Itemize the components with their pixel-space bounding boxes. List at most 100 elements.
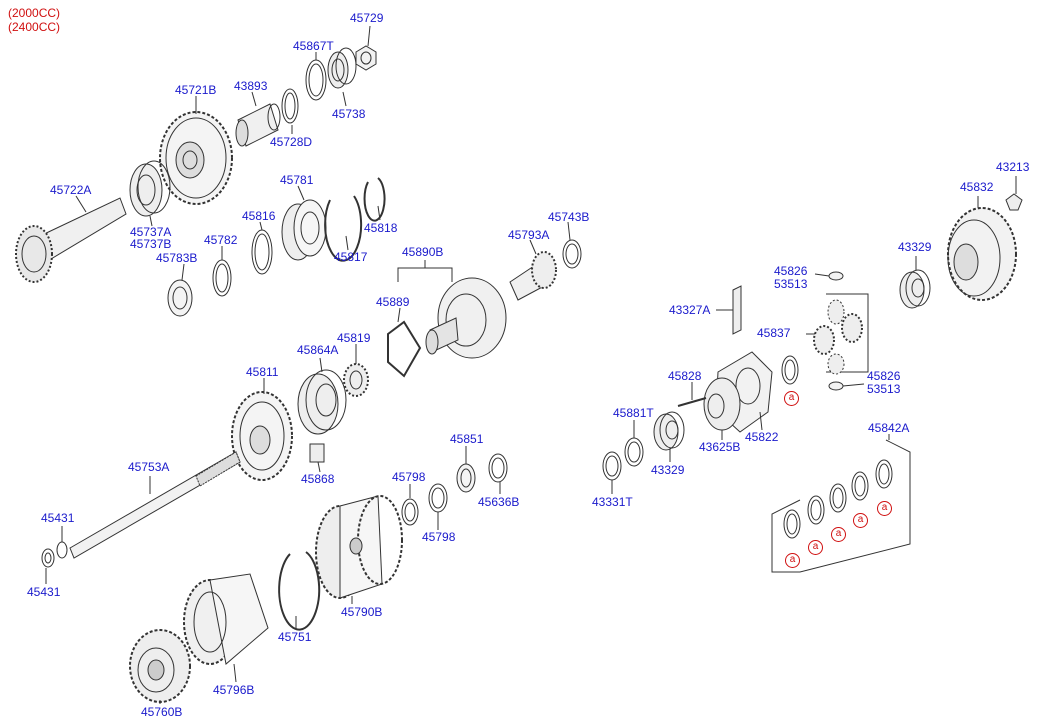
gear-45721B <box>159 96 233 205</box>
washer-45826-bottom <box>828 381 865 391</box>
bearing-45737 <box>129 160 171 227</box>
ring-45636B <box>488 453 508 494</box>
nut-45729 <box>355 25 377 71</box>
label-43329-top: 43329 <box>898 240 932 254</box>
shim-set-box-45842A <box>771 434 911 573</box>
ring-45743B <box>562 221 582 269</box>
reference-marker-a: a <box>808 540 823 555</box>
drum-45790B <box>315 495 403 604</box>
label-45826-top: 45826 <box>774 264 808 278</box>
clutch-45796B <box>183 573 269 683</box>
label-53513-bottom: 53513 <box>867 382 901 396</box>
label-43327A: 43327A <box>669 303 711 317</box>
label-45832: 45832 <box>960 180 994 194</box>
ring-45798-b <box>428 483 448 530</box>
label-45796B: 45796B <box>213 683 255 697</box>
side-gears-45837 <box>813 299 863 375</box>
label-45819: 45819 <box>337 331 371 345</box>
reference-marker-a: a <box>853 513 868 528</box>
label-45826-bottom: 45826 <box>867 369 901 383</box>
label-43625B: 43625B <box>699 440 741 454</box>
gear-45811 <box>231 378 293 481</box>
ring-45798-a <box>401 484 419 526</box>
label-45728D: 45728D <box>270 135 313 149</box>
ring-43331T <box>602 451 622 494</box>
label-53513-top: 53513 <box>774 277 808 291</box>
label-45864A: 45864A <box>297 343 339 357</box>
label-45431-top: 45431 <box>41 511 75 525</box>
washer-45826-top <box>814 271 844 281</box>
bearing-43329-top <box>899 256 931 309</box>
ring-45728D <box>281 88 299 134</box>
label-45798-bottom: 45798 <box>422 530 456 544</box>
sleeve-43893 <box>235 91 281 147</box>
label-45729: 45729 <box>350 11 384 25</box>
label-45738: 45738 <box>332 107 366 121</box>
label-43213: 43213 <box>996 160 1030 174</box>
ring-gear-45832 <box>947 196 1017 301</box>
variant-2000cc: (2000CC) <box>8 6 61 20</box>
shaft-45722A <box>15 195 127 283</box>
pin-45828 <box>677 382 707 407</box>
label-45737A: 45737A <box>130 225 172 239</box>
label-45867T: 45867T <box>293 39 334 53</box>
label-45751: 45751 <box>278 630 312 644</box>
bracket-45890B <box>397 260 453 282</box>
bearing-43329-bottom <box>653 411 685 462</box>
bolt-45868 <box>309 443 325 473</box>
label-43329-bottom: 43329 <box>651 463 685 477</box>
gasket-45889 <box>387 307 422 378</box>
label-45842A: 45842A <box>868 421 910 435</box>
snap-ring-45817 <box>324 195 363 262</box>
reference-marker-a: a <box>785 553 800 568</box>
washer-45783B <box>167 263 193 317</box>
label-43893: 43893 <box>234 79 268 93</box>
label-45890B: 45890B <box>402 245 444 259</box>
gear-45793A <box>509 239 557 301</box>
washer-45431-b <box>41 548 55 584</box>
label-45753A: 45753A <box>128 460 170 474</box>
label-45818: 45818 <box>364 221 398 235</box>
snap-ring-45751 <box>278 551 321 631</box>
label-45782: 45782 <box>204 233 238 247</box>
label-45781: 45781 <box>280 173 314 187</box>
label-45817: 45817 <box>334 250 368 264</box>
label-45721B: 45721B <box>175 83 217 97</box>
case-43625B <box>703 377 741 440</box>
reference-marker-a: a <box>831 527 846 542</box>
bolt-43213 <box>1005 176 1023 211</box>
label-45431-bottom: 45431 <box>27 585 61 599</box>
label-45790B: 45790B <box>341 605 383 619</box>
reference-marker-a: a <box>784 391 799 406</box>
carrier-45890B <box>425 277 507 359</box>
ring-45816 <box>251 221 273 275</box>
ring-45782 <box>212 246 232 297</box>
ring-45837-shim <box>781 355 799 385</box>
label-45793A: 45793A <box>508 228 550 242</box>
label-45822: 45822 <box>745 430 779 444</box>
shim-set-rings-45842A <box>783 459 893 539</box>
washer-45431-a <box>56 526 68 559</box>
shaft-45753A <box>69 451 241 559</box>
label-45828: 45828 <box>668 369 702 383</box>
label-45636B: 45636B <box>478 495 520 509</box>
label-45798-top: 45798 <box>392 470 426 484</box>
ring-45851 <box>456 446 476 493</box>
label-45783B: 45783B <box>156 251 198 265</box>
label-45722A: 45722A <box>50 183 92 197</box>
label-45851: 45851 <box>450 432 484 446</box>
bearing-45864A <box>297 357 347 435</box>
shim-45881T <box>624 420 644 467</box>
label-45760B: 45760B <box>141 705 183 719</box>
shim-45867T <box>305 52 327 101</box>
pin-43327A <box>716 285 742 335</box>
bearing-45738 <box>327 47 357 107</box>
label-45868: 45868 <box>301 472 335 486</box>
label-45743B: 45743B <box>548 210 590 224</box>
hub-45781 <box>281 185 327 261</box>
reference-marker-a: a <box>877 501 892 516</box>
label-45881T: 45881T <box>613 406 654 420</box>
label-45816: 45816 <box>242 209 276 223</box>
label-45889: 45889 <box>376 295 410 309</box>
variant-2400cc: (2400CC) <box>8 20 61 34</box>
